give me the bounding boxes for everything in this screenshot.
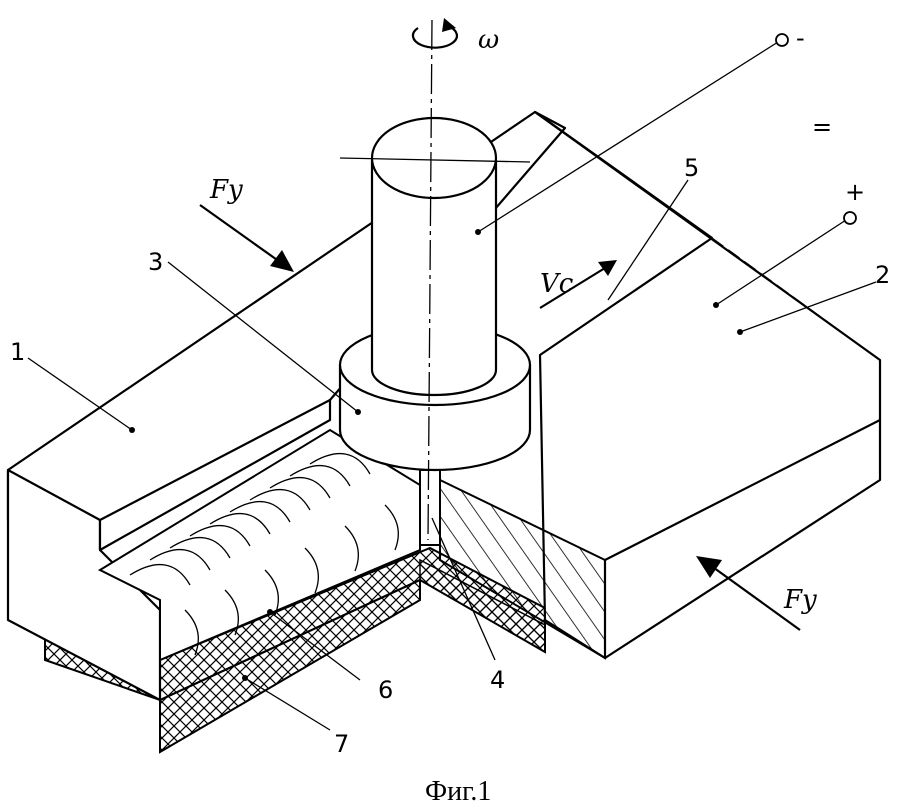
force-label-left: Fy — [209, 175, 243, 205]
negative-lead — [475, 33, 789, 235]
tool-shank — [370, 116, 498, 397]
velocity-label: Vc — [540, 269, 574, 299]
velocity-arrow — [539, 260, 617, 309]
rotation-arrow-icon — [411, 18, 459, 49]
tool-axis — [339, 19, 531, 541]
leader-lines — [27, 179, 877, 731]
part-label-6: 6 — [378, 676, 393, 704]
weld-zone — [97, 428, 421, 662]
force-arrow-right — [696, 556, 801, 631]
minus-terminal-label: - — [796, 24, 805, 52]
force-arrow-left — [199, 204, 294, 272]
plus-terminal-label: + — [845, 178, 865, 206]
part-label-4: 4 — [490, 666, 505, 694]
part-label-1: 1 — [10, 338, 25, 366]
force-label-right: Fy — [783, 585, 817, 615]
dc-symbol: = — [812, 113, 832, 141]
right-workpiece — [439, 110, 882, 660]
positive-lead — [713, 211, 857, 308]
part-label-3: 3 — [148, 248, 163, 276]
tool-pin — [419, 469, 441, 546]
part-label-2: 2 — [875, 261, 890, 289]
figure-caption: Фиг.1 — [425, 776, 491, 807]
part-label-5: 5 — [684, 154, 699, 182]
omega-label: ω — [478, 25, 499, 55]
part-label-7: 7 — [334, 730, 349, 758]
